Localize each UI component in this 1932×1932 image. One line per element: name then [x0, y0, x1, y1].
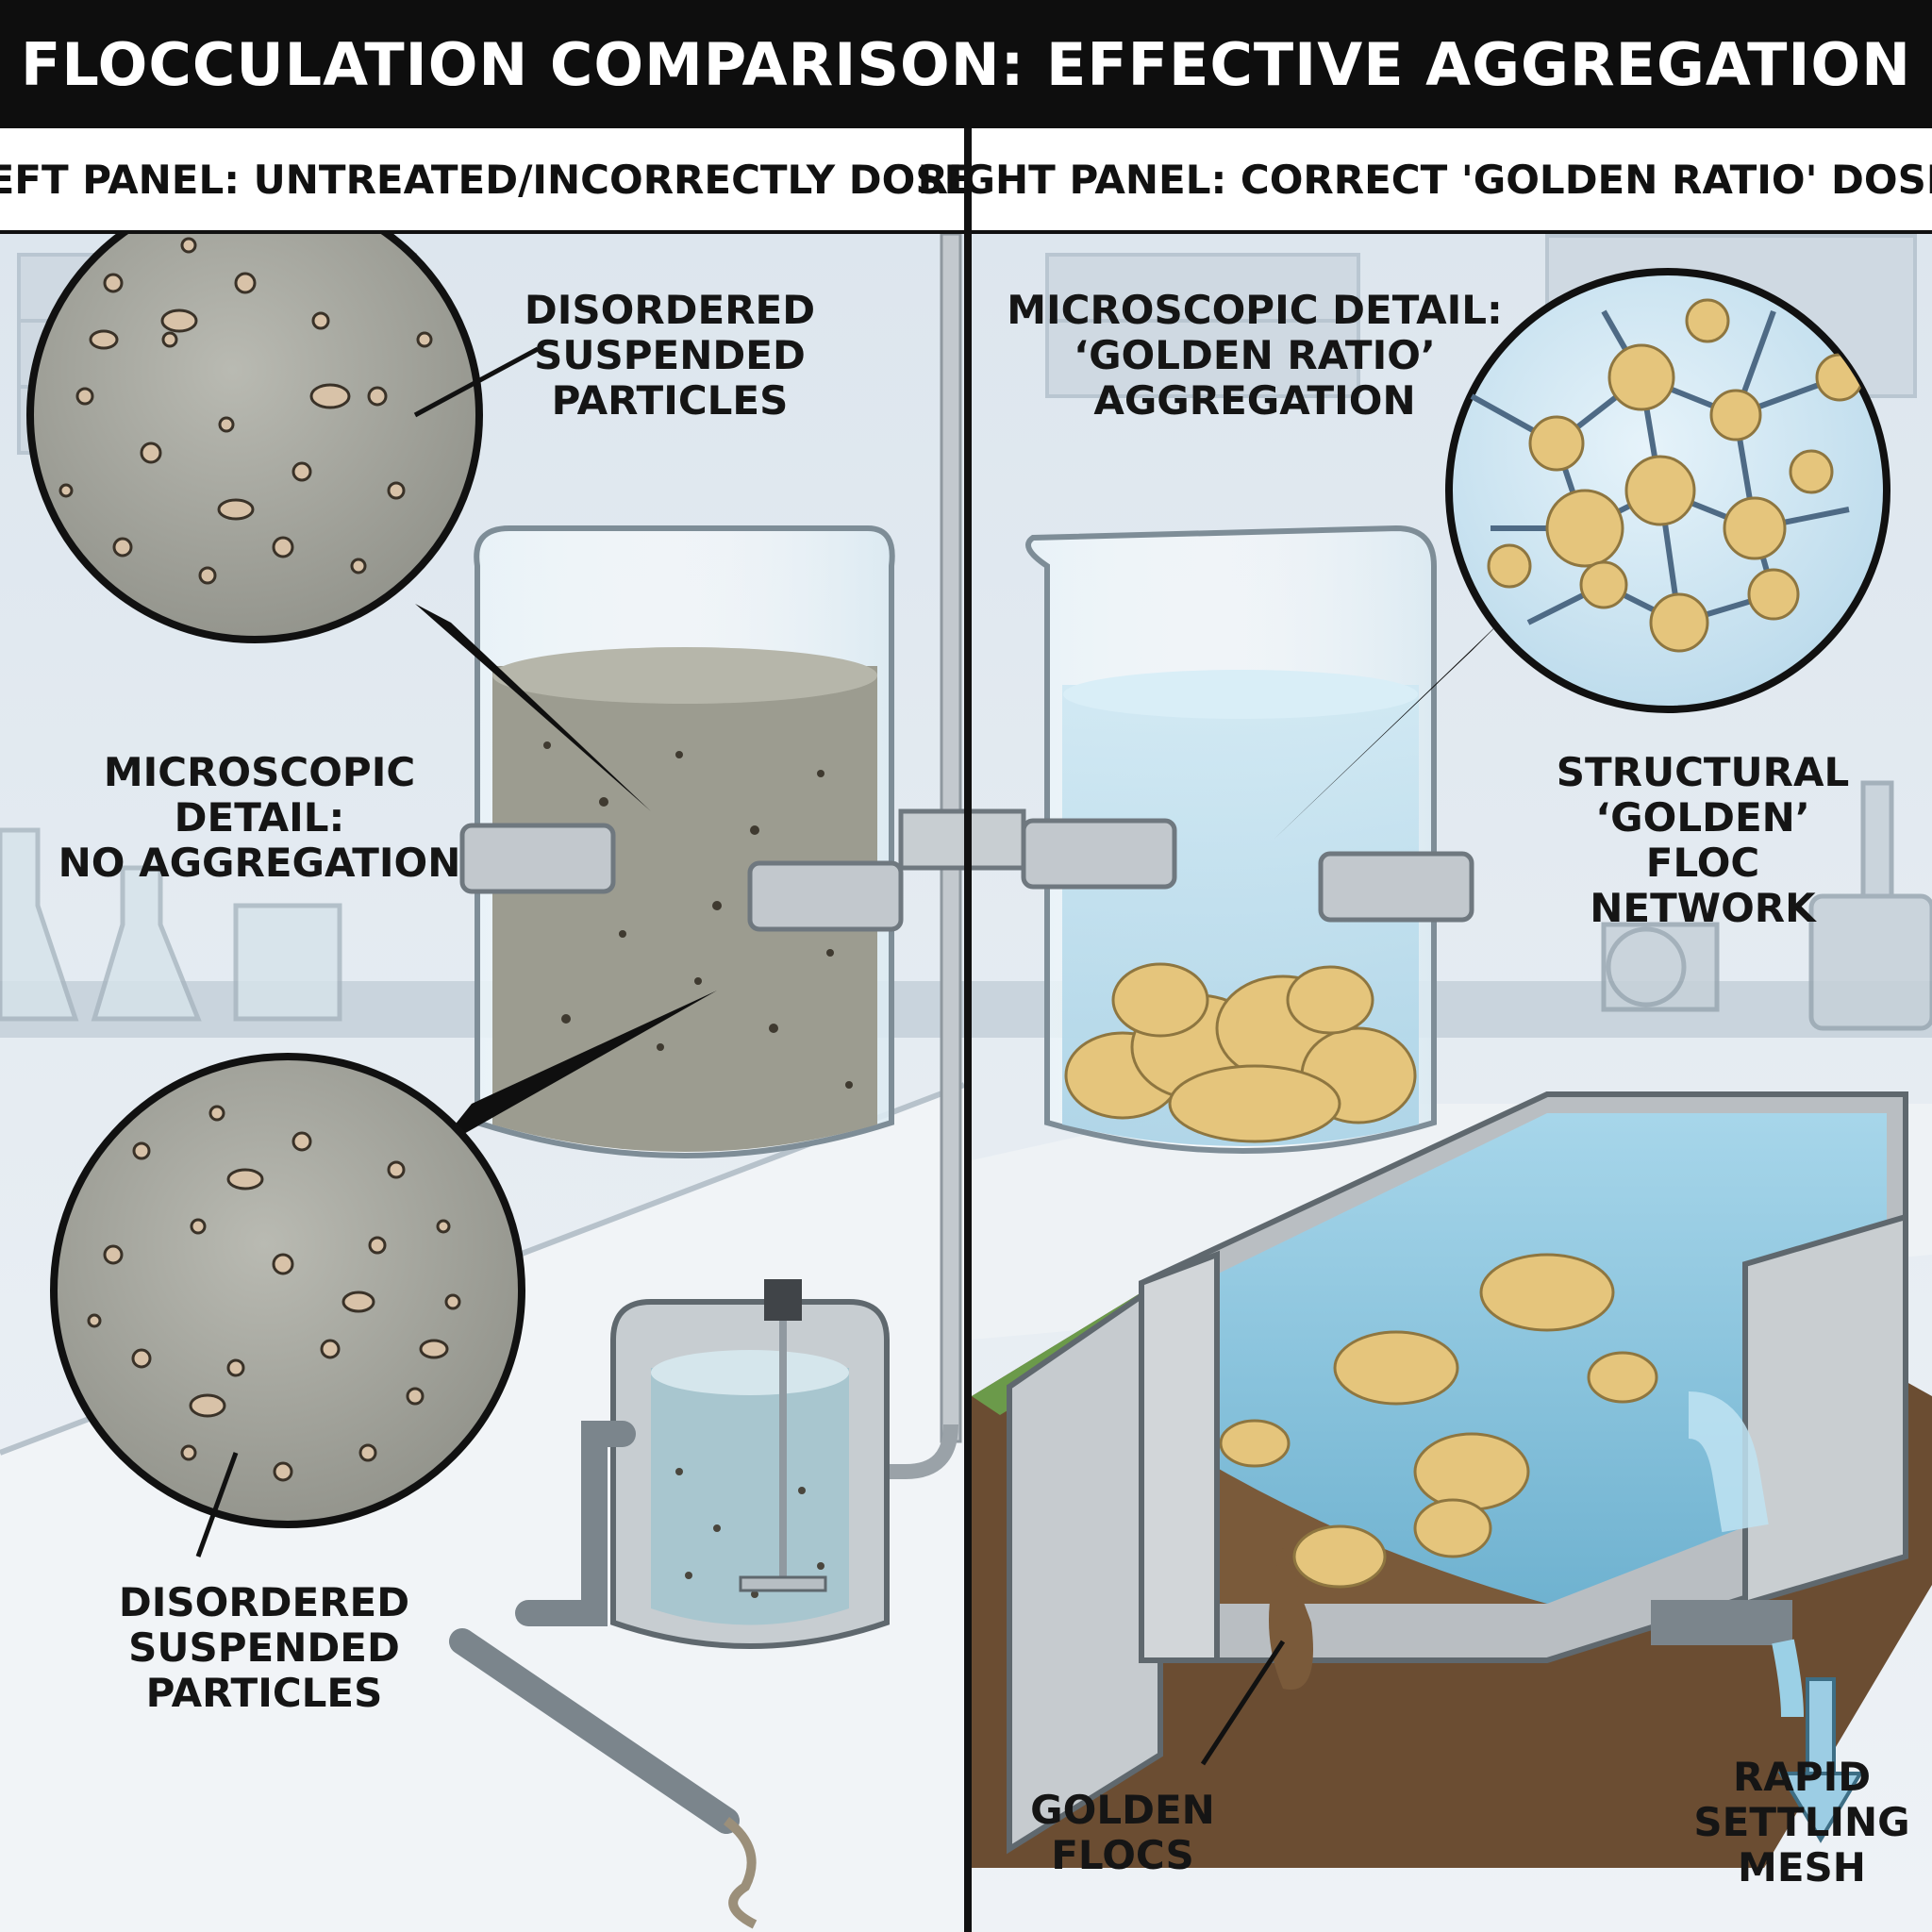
micro-circle-golden-network [1445, 268, 1890, 713]
settling-arrow-icon [1777, 1677, 1864, 1843]
micro-circle-disordered-bottom [50, 1053, 525, 1528]
panel-divider [964, 128, 972, 1932]
page-title: FLOCCULATION COMPARISON: EFFECTIVE AGGRE… [0, 0, 1932, 128]
settling-tank [972, 1091, 1932, 1868]
outlet-pipe [449, 1421, 740, 1834]
clear-beaker [1021, 525, 1474, 1154]
label-rapid-settling-mesh: RAPID SETTLING MESH [1693, 1754, 1910, 1890]
murky-beaker [459, 525, 904, 1158]
label-golden-flocs: GOLDEN FLOCS [1030, 1787, 1215, 1878]
micro-circle-disordered-top [26, 187, 483, 643]
label-golden-floc-network: STRUCTURAL ‘GOLDEN’ FLOC NETWORK [1556, 749, 1850, 931]
left-panel-heading: LEFT PANEL: UNTREATED/INCORRECTLY DOSED [0, 128, 1004, 234]
settled-flocs [1064, 962, 1417, 1143]
right-panel-heading: RIGHT PANEL: CORRECT 'GOLDEN RATIO' DOSE… [918, 128, 1932, 234]
floating-flocs [1219, 1253, 1658, 1589]
mixing-tank [610, 1279, 890, 1649]
background-equipment [1601, 780, 1932, 1031]
label-no-aggregation: MICROSCOPIC DETAIL: NO AGGREGATION [58, 749, 461, 886]
label-disordered-particles-top: DISORDERED SUSPENDED PARTICLES [524, 287, 816, 424]
label-golden-ratio-aggregation: MICROSCOPIC DETAIL: ‘GOLDEN RATIO’ AGGRE… [1007, 287, 1503, 424]
label-disordered-particles-bottom: DISORDERED SUSPENDED PARTICLES [118, 1579, 410, 1716]
background-flasks [0, 827, 342, 1022]
